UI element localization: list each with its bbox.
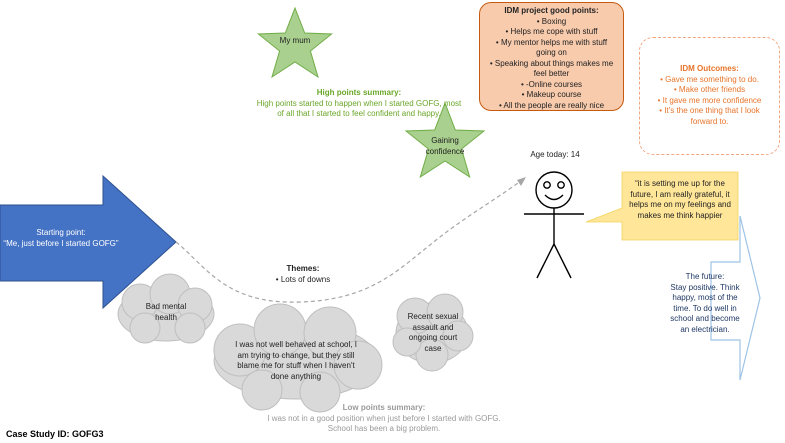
journey-path	[175, 177, 526, 303]
good-point-item: All the people are really nice	[486, 101, 617, 112]
good-point-item: Boxing	[486, 17, 617, 28]
cloud-school	[213, 303, 383, 413]
journey-arrowhead	[517, 177, 526, 186]
future-content: The future: Stay positive. Think happy, …	[665, 272, 745, 335]
outcome-item: Gave me something to do.	[646, 75, 773, 86]
cloud-text-assault: Recent sexual assault and ongoing court …	[407, 312, 459, 353]
good-point-item: Helps me cope with stuff	[486, 27, 617, 38]
starting-point-arrow	[0, 174, 177, 310]
outcome-item: It gave me more confidence	[646, 96, 773, 107]
age-label: Age today: 14	[530, 150, 580, 159]
star-my-mum	[257, 6, 333, 79]
themes: Themes: Lots of downs	[268, 264, 338, 285]
outcome-item: It's the one thing that I look forward t…	[646, 106, 773, 127]
star-gaining-confidence	[404, 101, 486, 179]
quote-text: “it is setting me up for the future, I a…	[629, 179, 731, 220]
high-points-summary: High points summary: High points started…	[254, 88, 464, 120]
star-label-gaining-confidence: Gaining confidence	[425, 136, 465, 156]
themes-title: Themes:	[286, 264, 320, 273]
good-points-box: IDM project good points: Boxing Helps me…	[479, 2, 624, 111]
good-points-list: Boxing Helps me cope with stuff My mento…	[486, 17, 617, 112]
cloud-assault	[392, 293, 474, 372]
star-label-my-mum: My mum	[279, 36, 311, 45]
starting-point-text: Starting point: “Me, just before I start…	[2, 228, 120, 249]
cloud-mental-health	[117, 273, 215, 344]
cloud-text-school: I was not well behaved at school, I am t…	[235, 340, 357, 381]
quote-callout	[585, 171, 739, 241]
good-points-title: IDM project good points:	[504, 6, 599, 15]
low-points-title: Low points summary:	[342, 403, 426, 412]
cloud-text-mental-health: Bad mental health	[145, 302, 187, 322]
good-point-item: -Online courses	[486, 80, 617, 91]
future-title: The future:	[685, 272, 725, 281]
low-points-summary: Low points summary: I was not in a good …	[260, 403, 508, 435]
starting-point-title: Starting point:	[36, 228, 86, 237]
future-body: Stay positive. Think happy, most of the …	[670, 282, 740, 334]
future-arrow	[710, 215, 761, 381]
good-point-item: Makeup course	[486, 90, 617, 101]
outcomes-list: Gave me something to do. Make other frie…	[646, 75, 773, 128]
theme-item: Lots of downs	[268, 275, 338, 286]
good-point-item: My mentor helps me with stuff going on	[486, 38, 617, 59]
outcomes-box: IDM Outcomes: Gave me something to do. M…	[639, 37, 780, 155]
high-points-body: High points started to happen when I sta…	[256, 98, 462, 119]
low-points-body: I was not in a good position when just b…	[267, 413, 501, 434]
stick-figure	[524, 171, 584, 279]
high-points-title: High points summary:	[316, 88, 402, 97]
outcomes-title: IDM Outcomes:	[680, 64, 739, 73]
case-study-id: Case Study ID: GOFG3	[6, 429, 104, 439]
starting-point-body: “Me, just before I started GOFG”	[3, 238, 119, 248]
good-point-item: Speaking about things makes me feel bett…	[486, 59, 617, 80]
themes-list: Lots of downs	[268, 275, 338, 286]
outcome-item: Make other friends	[646, 85, 773, 96]
